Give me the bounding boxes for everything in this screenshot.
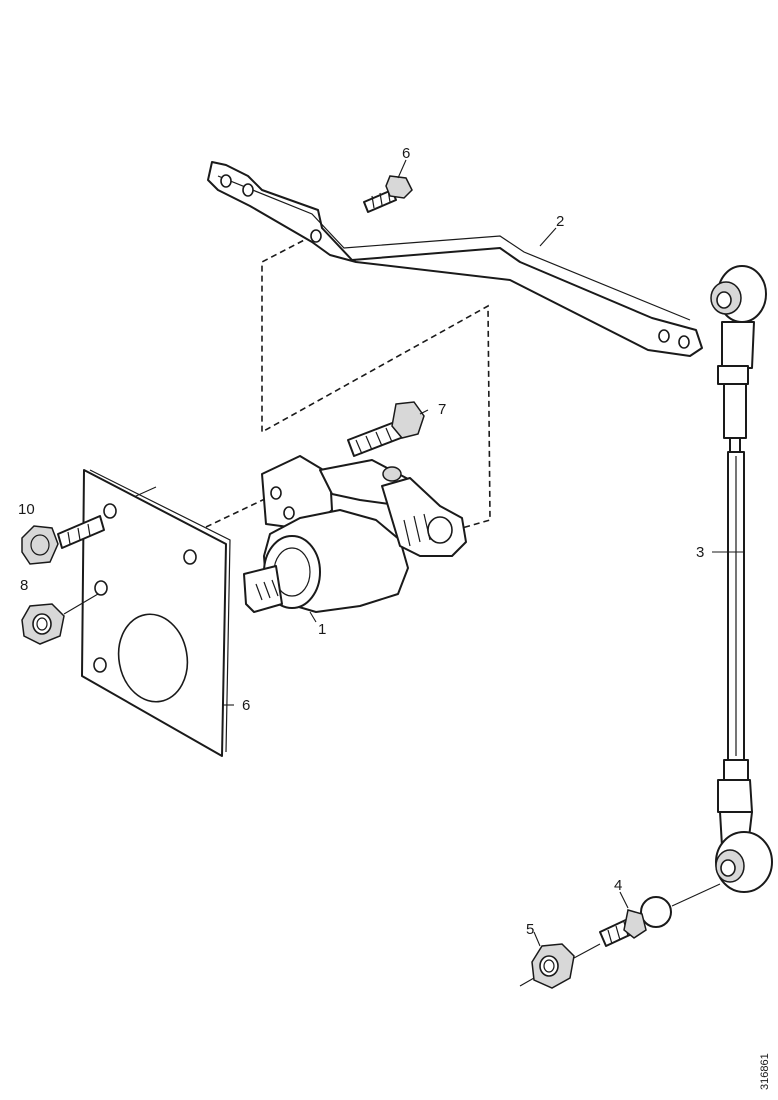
nut-5-part (519, 943, 601, 989)
sensor-bolt-part (347, 401, 429, 457)
callout-5: 5 (526, 921, 534, 938)
ball-stud-part (599, 883, 721, 947)
bracket-plate-part (81, 469, 234, 757)
height-sensor-part (243, 455, 467, 613)
callout-7: 7 (438, 401, 446, 418)
callout-4: 4 (614, 877, 622, 894)
callout-8: 8 (20, 577, 28, 594)
plate-nut-8-part (21, 593, 99, 645)
lever-bolt-part (363, 175, 413, 213)
callout-6-bolt: 6 (402, 145, 410, 162)
callout-labels: 6 2 7 10 8 1 3 6 4 5 (18, 145, 704, 938)
callout-6-plate: 6 (242, 697, 250, 714)
callout-2: 2 (556, 213, 564, 230)
plate-bolt-10-part (21, 515, 105, 565)
callout-10: 10 (18, 501, 35, 518)
linkage-rod-part (710, 265, 773, 893)
callout-1: 1 (318, 621, 326, 638)
lever-arm-part (207, 161, 703, 357)
callout-leaders (309, 159, 744, 947)
callout-3: 3 (696, 544, 704, 561)
drawing-reference-code: 316861 (759, 1053, 771, 1090)
